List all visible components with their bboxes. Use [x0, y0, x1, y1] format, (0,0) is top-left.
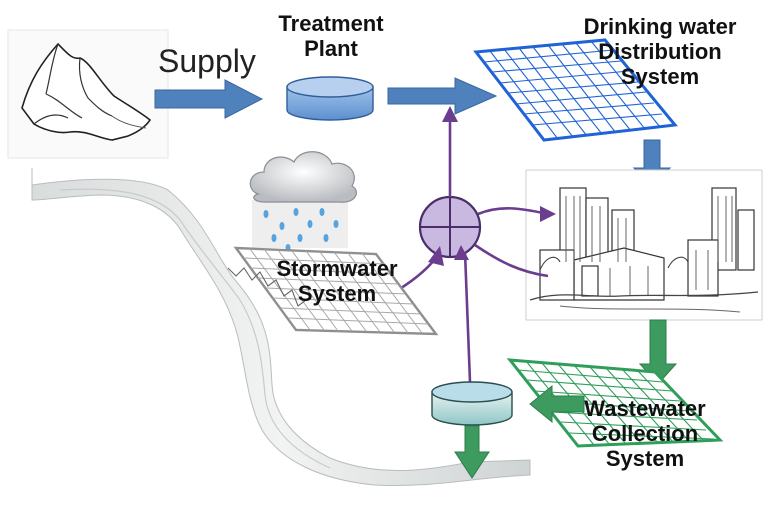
treatment-plant-line-2: Plant: [304, 36, 358, 61]
wastewater-line-1: Wastewater: [584, 396, 706, 421]
drinking-water-label: Drinking water Distribution System: [560, 14, 760, 89]
stormwater-label: Stormwater System: [262, 256, 412, 306]
city-to-wastewater-arrow: [638, 319, 678, 385]
drinking-water-line-1: Drinking water: [583, 14, 737, 39]
supply-arrow: [154, 79, 264, 119]
rain-cloud-icon: [249, 151, 357, 252]
treatment-plant-line-1: Treatment: [278, 11, 384, 36]
drinking-water-grid: [473, 38, 678, 142]
mountain-icon: [7, 29, 169, 159]
wastewater-grid: [506, 358, 724, 448]
wastewater-tank-icon: [431, 381, 513, 426]
return-flow-arrowheads: [428, 106, 556, 266]
junction-circle-icon: [418, 195, 482, 259]
stormwater-line-2: System: [297, 281, 377, 306]
wastewater-line-2: Collection: [591, 421, 699, 446]
supply-label: Supply: [158, 43, 256, 79]
wastewater-label: Wastewater Collection System: [560, 396, 730, 471]
drinking-water-line-2: Distribution: [598, 39, 722, 64]
wastewater-line-3: System: [605, 446, 685, 471]
discharge-arrow: [454, 425, 490, 479]
stormwater-line-1: Stormwater: [276, 256, 398, 281]
treatment-plant-label: Treatment Plant: [266, 11, 396, 61]
city-icon: [525, 169, 763, 321]
stream: [31, 168, 531, 487]
wastewater-to-tank-arrow: [529, 384, 585, 424]
drinking-water-line-3: System: [620, 64, 700, 89]
treatment-tank-icon: [286, 76, 374, 121]
treatment-to-distribution-arrow: [387, 77, 498, 115]
stormwater-grid: [227, 246, 439, 336]
